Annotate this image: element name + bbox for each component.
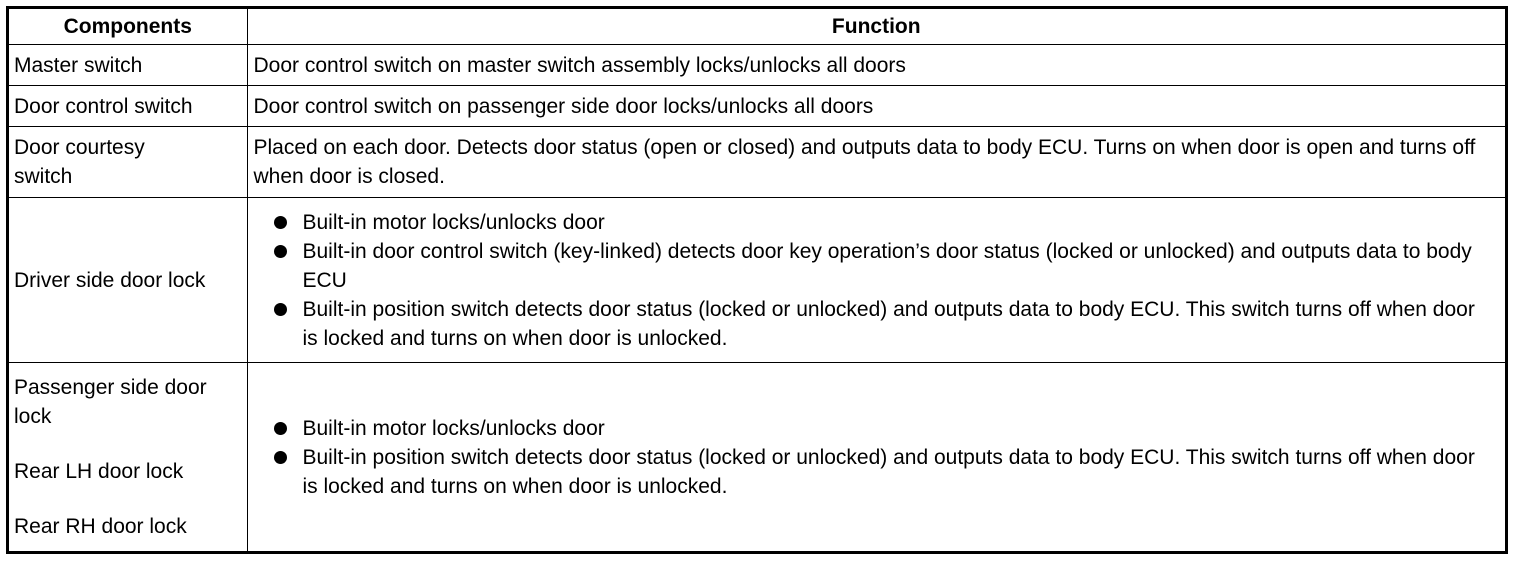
bullet-icon — [273, 450, 287, 464]
component-cell: Door courtesy switch — [9, 126, 248, 198]
component-cell: Driver side door lock — [9, 197, 248, 363]
table-row: Door control switch Door control switch … — [9, 85, 1505, 127]
bullet-icon — [273, 215, 287, 229]
table-row: Passenger side door lock Rear LH door lo… — [9, 362, 1505, 551]
component-rear-lh: Rear LH door lock — [14, 460, 184, 483]
component-rear-rh: Rear RH door lock — [14, 515, 187, 538]
bullet-item: Built-in position switch detects door st… — [254, 443, 1492, 501]
bullet-text: Built-in position switch detects door st… — [302, 297, 1475, 350]
component-cell: Door control switch — [9, 85, 248, 127]
table-header-row: Components Function — [9, 9, 1505, 45]
bullet-icon — [273, 302, 287, 316]
bullet-list: Built-in motor locks/unlocks door Built-… — [254, 414, 1492, 501]
header-components: Components — [9, 9, 248, 45]
function-cell: Built-in motor locks/unlocks door Built-… — [246, 197, 1505, 363]
table-row: Master switch Door control switch on mas… — [9, 44, 1505, 86]
function-cell: Door control switch on passenger side do… — [246, 85, 1505, 127]
bullet-text: Built-in door control switch (key-linked… — [302, 239, 1472, 292]
bullet-item: Built-in motor locks/unlocks door — [254, 414, 1492, 443]
components-function-table: Components Function Master switch Door c… — [9, 9, 1505, 551]
component-passenger-side: Passenger side door lock — [14, 376, 207, 428]
function-cell: Placed on each door. Detects door status… — [246, 126, 1505, 198]
component-text: Door courtesy switch — [14, 136, 145, 188]
bullet-text: Built-in position switch detects door st… — [302, 445, 1475, 498]
component-cell: Passenger side door lock Rear LH door lo… — [9, 362, 248, 551]
bullet-item: Built-in position switch detects door st… — [254, 295, 1492, 353]
function-cell: Built-in motor locks/unlocks door Built-… — [246, 362, 1505, 551]
component-cell: Master switch — [9, 44, 248, 86]
table-row: Driver side door lock Built-in motor loc… — [9, 197, 1505, 363]
bullet-item: Built-in motor locks/unlocks door — [254, 208, 1492, 237]
bullet-icon — [273, 421, 287, 435]
table-row: Door courtesy switch Placed on each door… — [9, 126, 1505, 198]
header-function: Function — [246, 9, 1505, 45]
bullet-text: Built-in motor locks/unlocks door — [302, 416, 605, 440]
bullet-item: Built-in door control switch (key-linked… — [254, 237, 1492, 295]
bullet-text: Built-in motor locks/unlocks door — [302, 210, 605, 234]
bullet-list: Built-in motor locks/unlocks door Built-… — [254, 208, 1492, 353]
bullet-icon — [273, 244, 287, 258]
components-table-frame: Components Function Master switch Door c… — [6, 6, 1508, 554]
function-cell: Door control switch on master switch ass… — [246, 44, 1505, 86]
